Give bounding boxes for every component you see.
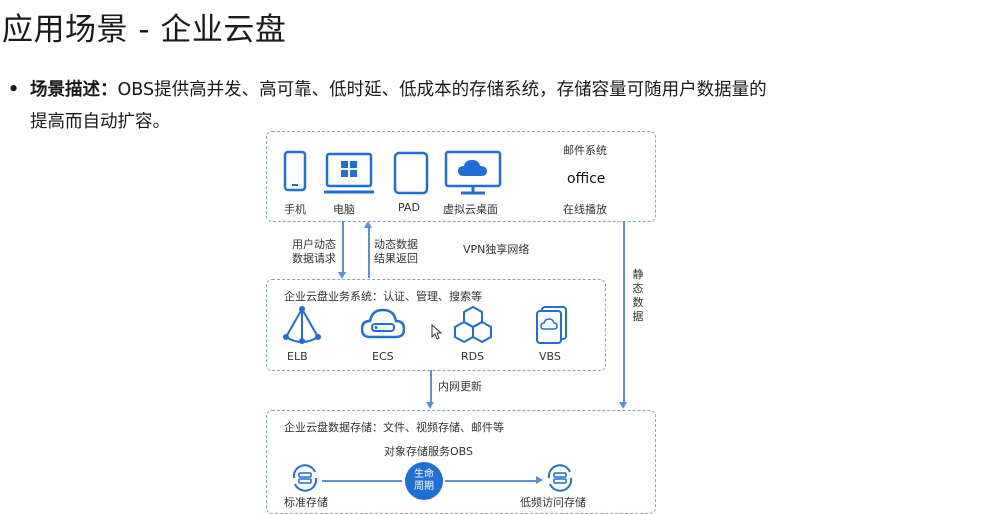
service-mail: 邮件系统 bbox=[563, 144, 607, 157]
lifecycle-line1: 生命 bbox=[414, 469, 434, 480]
vpn-label: VPN独享网络 bbox=[463, 243, 530, 256]
computer-icon bbox=[324, 152, 374, 194]
data-storage-title: 企业云盘数据存储：文件、视频存储、邮件等 bbox=[284, 421, 504, 434]
client-layer-box bbox=[266, 131, 656, 222]
client-label-pad: PAD bbox=[398, 201, 420, 214]
response-arrowhead bbox=[364, 221, 372, 228]
component-rds: RDS bbox=[461, 350, 485, 363]
lifecycle-line2: 周期 bbox=[414, 481, 434, 492]
rds-icon bbox=[454, 305, 492, 344]
lifecycle-badge: 生命 周期 bbox=[405, 462, 443, 500]
service-office: office bbox=[567, 171, 606, 187]
lifecycle-line-left bbox=[322, 480, 402, 482]
infrequent-storage-label: 低频访问存储 bbox=[520, 496, 586, 509]
obs-label: 对象存储服务OBS bbox=[384, 445, 473, 458]
lifecycle-line-right bbox=[445, 480, 537, 482]
static-arrowhead bbox=[619, 402, 627, 409]
component-ecs: ECS bbox=[372, 350, 394, 363]
infrequent-storage-icon bbox=[547, 464, 573, 492]
vbs-icon bbox=[536, 306, 567, 344]
static-arrow-line bbox=[623, 221, 625, 403]
request-arrowhead bbox=[338, 272, 346, 279]
client-label-computer: 电脑 bbox=[333, 203, 355, 216]
static-label: 静 态 数 据 bbox=[631, 268, 645, 324]
elb-icon bbox=[283, 306, 321, 344]
internal-update-label: 内网更新 bbox=[438, 380, 482, 393]
response-label: 动态数据 结果返回 bbox=[374, 238, 418, 266]
client-label-cloud-desktop: 虚拟云桌面 bbox=[443, 203, 498, 216]
static-label-char4: 据 bbox=[632, 310, 644, 323]
description-label: 场景描述： bbox=[30, 80, 118, 100]
client-label-phone: 手机 bbox=[284, 203, 306, 216]
data-storage-box bbox=[266, 410, 656, 514]
page-title: 应用场景 - 企业云盘 bbox=[2, 12, 287, 48]
component-elb: ELB bbox=[287, 350, 308, 363]
internal-arrow-line bbox=[430, 370, 432, 403]
static-label-char2: 态 bbox=[632, 282, 644, 295]
ecs-icon bbox=[361, 308, 405, 339]
static-label-char1: 静 bbox=[632, 268, 644, 281]
service-online-play: 在线播放 bbox=[563, 203, 607, 216]
tablet-icon bbox=[393, 151, 429, 195]
internal-arrowhead bbox=[426, 402, 434, 409]
response-label-line2: 结果返回 bbox=[374, 252, 418, 265]
business-system-title: 企业云盘业务系统：认证、管理、搜索等 bbox=[284, 290, 482, 303]
request-label-line2: 数据请求 bbox=[292, 252, 336, 265]
bullet: • bbox=[8, 80, 20, 100]
request-label: 用户动态 数据请求 bbox=[292, 238, 336, 266]
component-vbs: VBS bbox=[539, 350, 561, 363]
standard-storage-icon bbox=[292, 464, 318, 492]
request-label-line1: 用户动态 bbox=[292, 238, 336, 251]
cursor-icon bbox=[431, 324, 443, 340]
lifecycle-arrowhead bbox=[536, 476, 543, 484]
cloud-desktop-icon bbox=[444, 150, 502, 195]
standard-storage-label: 标准存储 bbox=[284, 496, 328, 509]
description-line2: 提高而自动扩容。 bbox=[30, 112, 170, 132]
request-arrow-line bbox=[342, 221, 344, 273]
static-label-char3: 数 bbox=[632, 296, 644, 309]
response-label-line1: 动态数据 bbox=[374, 238, 418, 251]
description-line1: OBS提供高并发、高可靠、低时延、低成本的存储系统，存储容量可随用户数据量的 bbox=[117, 80, 767, 100]
scene-description: • 场景描述：OBS提供高并发、高可靠、低时延、低成本的存储系统，存储容量可随用户… bbox=[8, 74, 993, 138]
phone-icon bbox=[283, 150, 307, 192]
response-arrow-line bbox=[368, 228, 370, 278]
